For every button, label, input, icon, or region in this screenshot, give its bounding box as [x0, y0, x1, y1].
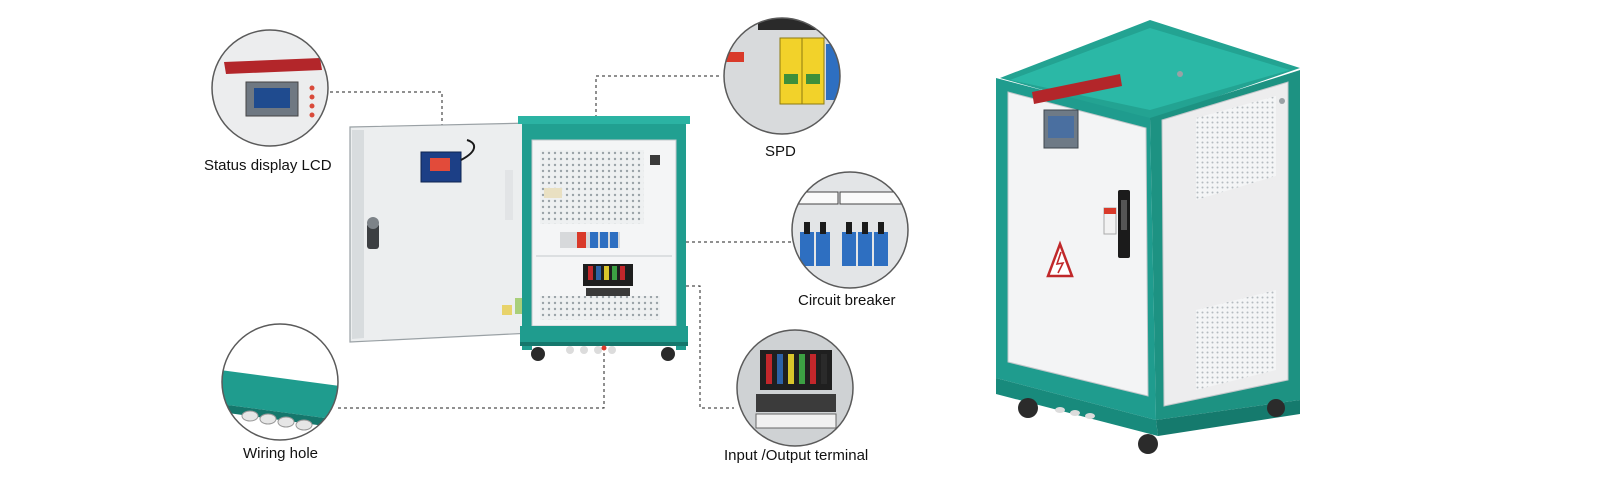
open-cabinet	[349, 116, 690, 361]
callout-lcd-zoom	[211, 29, 329, 147]
label-wiring-hole: Wiring hole	[243, 445, 319, 462]
label-spd: SPD	[765, 143, 796, 160]
label-circuit-breaker: Circuit breaker	[798, 292, 896, 309]
label-input-output-terminal: Input /Output terminal	[724, 447, 869, 464]
callout-wiring-zoom	[221, 323, 339, 441]
callout-spd-zoom	[723, 17, 841, 135]
label-status-display-lcd: Status display LCD	[204, 157, 332, 174]
closed-cabinet	[996, 20, 1300, 454]
callout-terminal-zoom	[736, 329, 854, 447]
callout-breaker-zoom	[791, 171, 909, 289]
